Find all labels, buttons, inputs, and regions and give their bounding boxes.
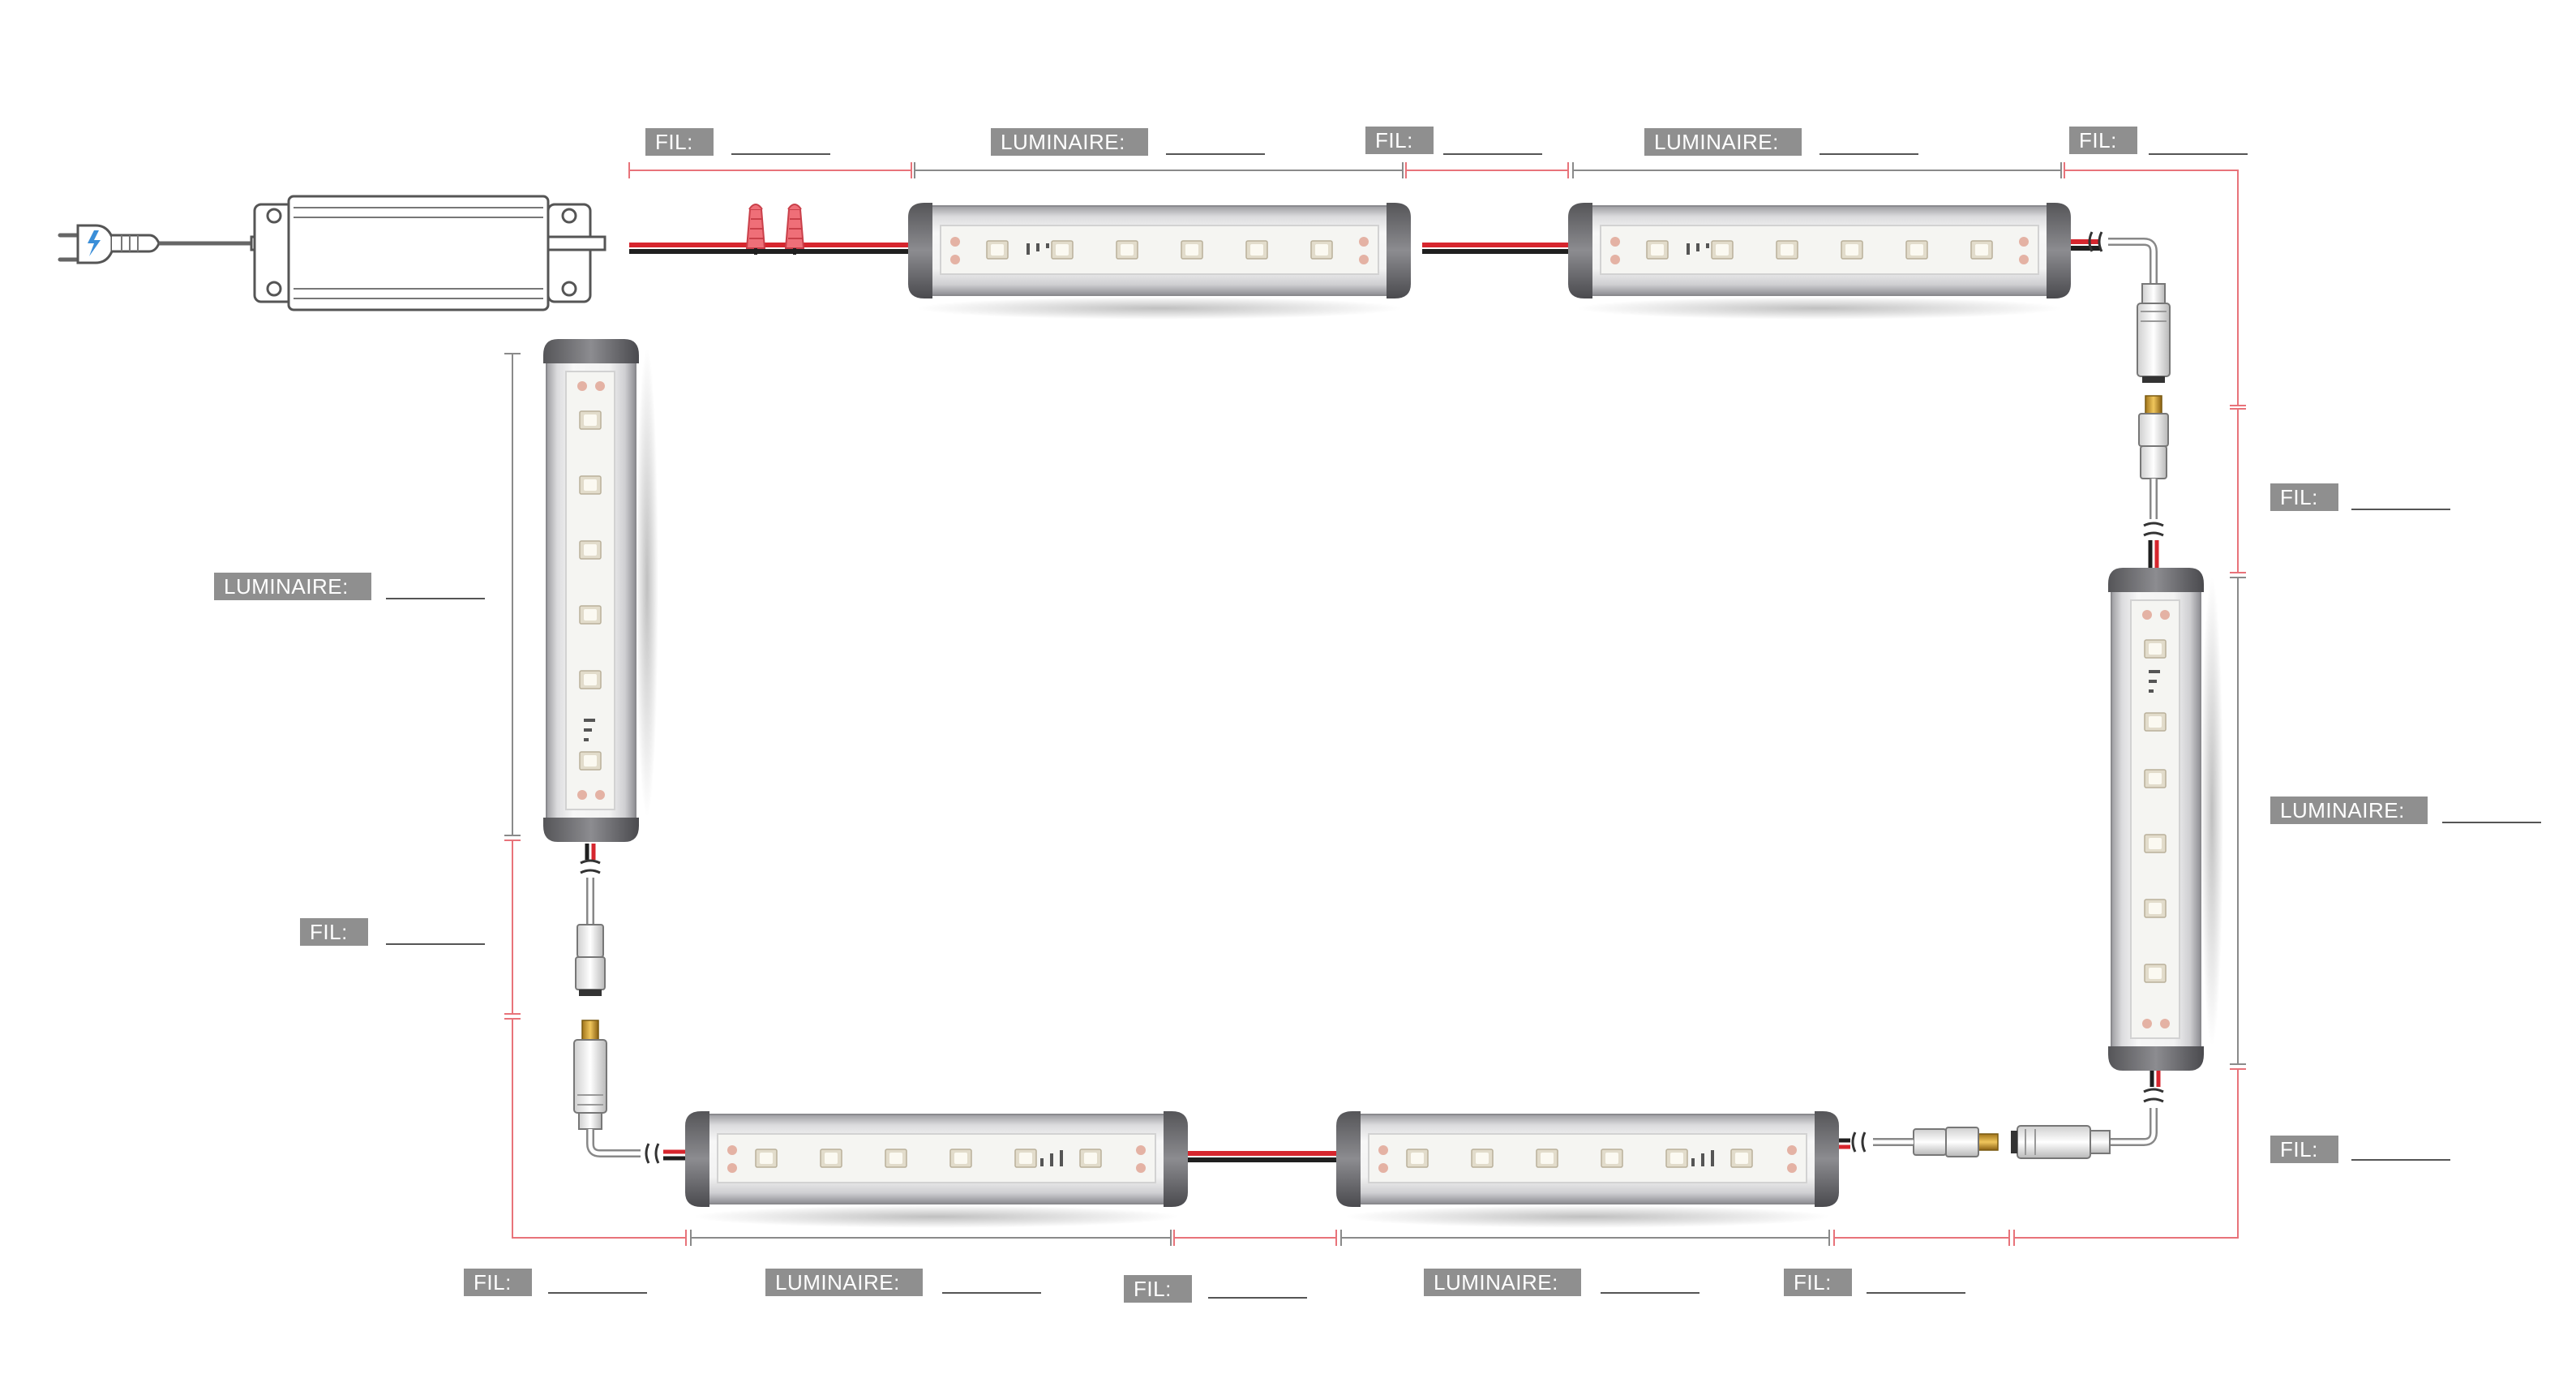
wire-length-label: FIL:: [2069, 127, 2248, 155]
led-fixture-icon: [685, 1111, 1188, 1228]
svg-text:LUMINAIRE:: LUMINAIRE:: [1001, 130, 1125, 154]
fixture-length-label: LUMINAIRE:: [214, 573, 485, 600]
led-fixture-icon: [908, 203, 1411, 320]
fixture-length-label: LUMINAIRE:: [1644, 128, 1918, 156]
led-fixture-icon: [2108, 568, 2223, 1071]
wire-length-label: FIL:: [1784, 1269, 1965, 1296]
wire-length-label: FIL:: [2270, 1136, 2450, 1163]
svg-text:LUMINAIRE:: LUMINAIRE:: [2280, 798, 2405, 822]
led-fixture-icon: [1568, 203, 2071, 320]
fixture-length-label: LUMINAIRE:: [1424, 1269, 1699, 1296]
wire-length-label: FIL:: [1365, 127, 1542, 155]
wire-nut-icon: [784, 204, 805, 255]
dc-connector-icon: [2071, 231, 2171, 568]
wire-length-label: FIL:: [2270, 483, 2450, 511]
dimension-lines: [504, 162, 2246, 1246]
svg-text:LUMINAIRE:: LUMINAIRE:: [1434, 1270, 1558, 1295]
power-plug-icon: [58, 224, 251, 264]
svg-text:FIL:: FIL:: [474, 1270, 512, 1295]
led-fixture-icon: [543, 339, 658, 842]
wire-length-label: FIL:: [645, 128, 830, 156]
fixture-length-label: LUMINAIRE:: [991, 128, 1265, 156]
power-supply-icon: [250, 195, 606, 311]
svg-text:LUMINAIRE:: LUMINAIRE:: [775, 1270, 900, 1295]
dc-connector-icon: [573, 844, 685, 1164]
wire-nut-icon: [745, 204, 766, 255]
svg-text:LUMINAIRE:: LUMINAIRE:: [1654, 130, 1779, 154]
svg-text:FIL:: FIL:: [1794, 1270, 1832, 1295]
wire-length-label: FIL:: [464, 1269, 647, 1296]
svg-text:FIL:: FIL:: [2079, 128, 2117, 152]
svg-text:FIL:: FIL:: [1134, 1277, 1172, 1301]
svg-text:LUMINAIRE:: LUMINAIRE:: [224, 574, 349, 599]
fixture-length-label: LUMINAIRE:: [2270, 797, 2541, 824]
svg-text:FIL:: FIL:: [1375, 128, 1413, 152]
svg-text:FIL:: FIL:: [2280, 485, 2318, 509]
wiring: [629, 243, 1568, 1162]
svg-text:FIL:: FIL:: [2280, 1137, 2318, 1162]
fixture-length-label: LUMINAIRE:: [765, 1269, 1041, 1296]
wire-length-label: FIL:: [1124, 1275, 1307, 1303]
dc-connector-icon: [1839, 1071, 2164, 1159]
wire-length-label: FIL:: [300, 918, 485, 946]
svg-text:FIL:: FIL:: [655, 130, 693, 154]
led-fixture-icon: [1336, 1111, 1839, 1228]
svg-text:FIL:: FIL:: [310, 920, 348, 944]
